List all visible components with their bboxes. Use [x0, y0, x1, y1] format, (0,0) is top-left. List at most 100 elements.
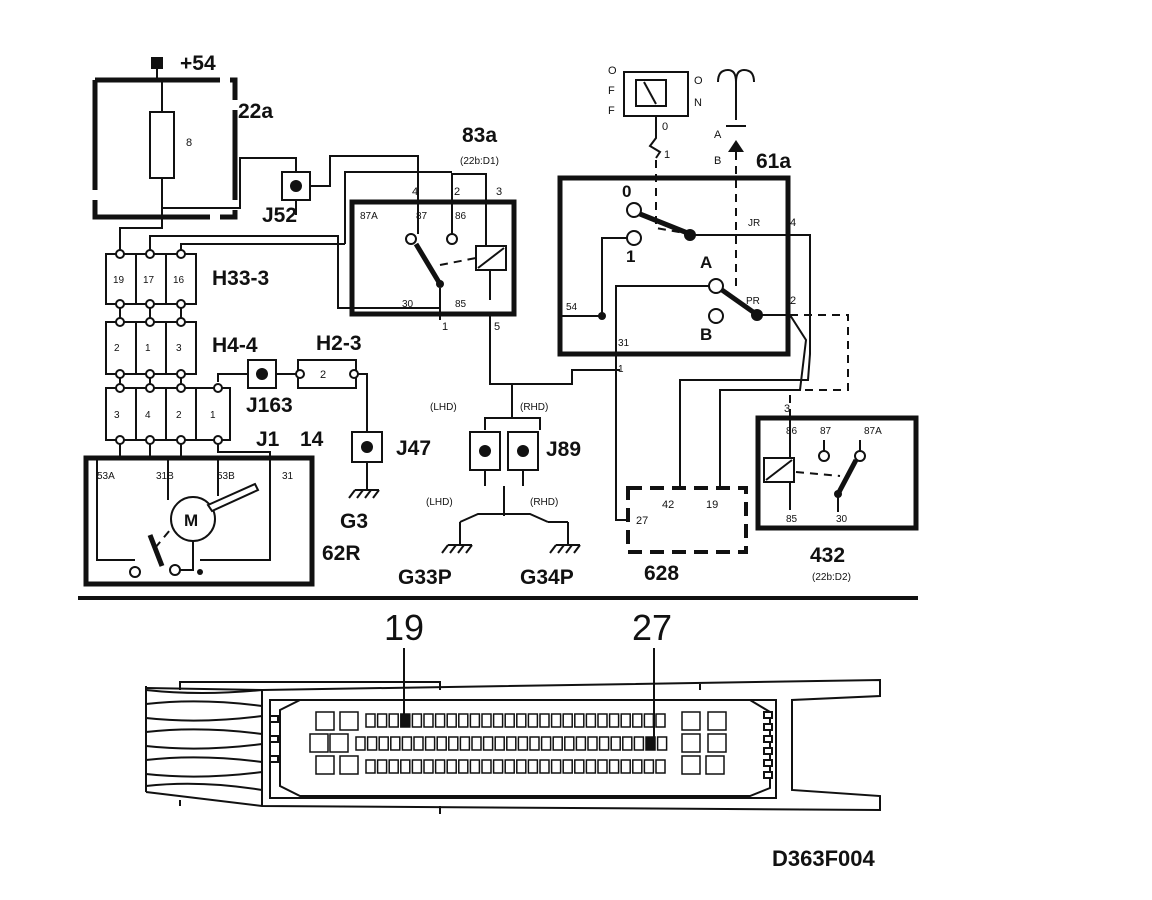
lhd-label-2: (LHD): [426, 497, 453, 508]
connector-pin: [552, 736, 563, 751]
terminal-label: 85: [455, 299, 467, 310]
ground-symbol-icon: [348, 462, 380, 499]
connector-pin: [388, 759, 399, 774]
switch-pin: 1: [664, 149, 670, 161]
connector-pin: [401, 736, 413, 751]
relay-432-label: 432: [810, 544, 845, 567]
terminal-label: 87A: [360, 211, 378, 222]
switch-on-letter: O: [694, 75, 703, 87]
switch-t54: 54: [566, 302, 578, 313]
connector-pin: [492, 713, 504, 728]
connector-pin: [632, 713, 643, 728]
ground-symbol-icon: [441, 522, 473, 554]
motor-label: M: [184, 511, 198, 530]
connector-pin: [564, 736, 575, 751]
connector-pin: [390, 736, 401, 751]
connector-pin: [529, 736, 540, 751]
connector-pin-large: [339, 711, 359, 731]
j1-pin: 2: [176, 410, 182, 421]
switch-61a-label: 61a: [756, 150, 791, 173]
connector-pin: [446, 759, 457, 774]
connector-pin: [655, 759, 666, 774]
cu-pin-42: 42: [662, 499, 674, 511]
switch-pos-0: 0: [622, 182, 631, 201]
supply-label: +54: [180, 52, 216, 75]
h4-pin: 3: [176, 343, 182, 354]
terminal-label: 86: [786, 426, 798, 437]
pin-rows: [309, 711, 727, 775]
ecu-connector: 19 27: [145, 607, 881, 814]
antenna-b: B: [714, 155, 721, 167]
connector-pin-large: [705, 755, 725, 775]
terminal-label: 87A: [864, 426, 882, 437]
connector-pin: [448, 736, 459, 751]
motor-terminal: 53B: [217, 471, 235, 482]
connector-pin: [517, 736, 529, 751]
switch-pos-b: B: [700, 325, 712, 344]
lhd-label: (LHD): [430, 402, 457, 413]
connector-pin: [423, 759, 434, 774]
connector-h33-3: 19 17 16 H33-3: [105, 249, 269, 309]
connector-pin: [633, 736, 645, 751]
connector-pin: [527, 759, 539, 774]
wire-bundle-icon: [145, 686, 263, 792]
wiper-motor-unit: 53A 31B 53B 31 M: [83, 444, 315, 587]
connector-j163: J163: [246, 359, 293, 417]
connector-pin: [459, 736, 471, 751]
connector-pin: [539, 713, 550, 728]
ground-g34p-label: G34P: [520, 566, 574, 589]
supply-terminal-icon: [151, 57, 163, 69]
connector-pin: [413, 736, 424, 751]
switch-pin-4: 4: [790, 217, 796, 229]
connector-pin: [643, 759, 655, 774]
connector-pin: [436, 736, 447, 751]
j47-label: J47: [396, 437, 431, 460]
cu-pin-27: 27: [636, 515, 648, 527]
connector-pin: [550, 759, 562, 774]
h4-pin: 2: [114, 343, 120, 354]
switch-pin-1: 1: [618, 364, 624, 375]
j1-pin: 3: [114, 410, 120, 421]
connector-j47: J47: [351, 431, 431, 463]
fuse-number: 8: [186, 137, 192, 149]
connector-pin: [434, 713, 446, 728]
connector-pin: [376, 713, 388, 728]
motor-terminal: 53A: [97, 471, 115, 482]
connector-pin: [458, 759, 469, 774]
connector-j89: (LHD) (RHD) J89 (LHD) (RHD): [426, 396, 581, 523]
cu-pin-19: 19: [706, 499, 718, 511]
connector-pin: [400, 713, 411, 728]
connector-pin: [608, 713, 620, 728]
connector-pin-large: [329, 733, 349, 753]
ground-symbol-icon: [549, 522, 581, 554]
switch-off-letter: O: [608, 65, 617, 77]
j1-pin-label: 14: [300, 428, 324, 451]
connector-pin: [355, 736, 366, 751]
connector-pin-large: [339, 755, 359, 775]
h2-pin: 2: [320, 369, 326, 381]
connector-pin: [424, 736, 436, 751]
terminal-label: 30: [836, 514, 848, 525]
vent-slots: [269, 711, 773, 779]
connector-pin: [494, 736, 505, 751]
switch-pos-a: A: [700, 253, 712, 272]
switch-61a: 61a 0 1 A JR 4 B PR 2 54 31 1: [557, 150, 849, 521]
connector-pin: [400, 759, 411, 774]
top-switch: O F F O N 0 1: [608, 65, 703, 235]
connector-pin-large: [681, 733, 701, 753]
h4-label: H4-4: [212, 334, 258, 357]
connector-pin: [506, 736, 517, 751]
callout-19: 19: [384, 607, 424, 648]
h33-pin: 19: [113, 275, 125, 286]
ground-g33p-label: G33P: [398, 566, 452, 589]
pin-label: 4: [412, 186, 418, 198]
fuse-8: [149, 111, 175, 179]
switch-pin-2: 2: [790, 295, 796, 307]
connector-pin-large: [315, 711, 335, 731]
connector-pin: [620, 759, 631, 774]
j163-label: J163: [246, 394, 293, 417]
connector-pin: [622, 736, 633, 751]
relay-83a: 83a (22b:D1) 87A 87 86 30 85 4 2 3 1 5: [344, 124, 517, 333]
switch-t31: 31: [618, 338, 630, 349]
